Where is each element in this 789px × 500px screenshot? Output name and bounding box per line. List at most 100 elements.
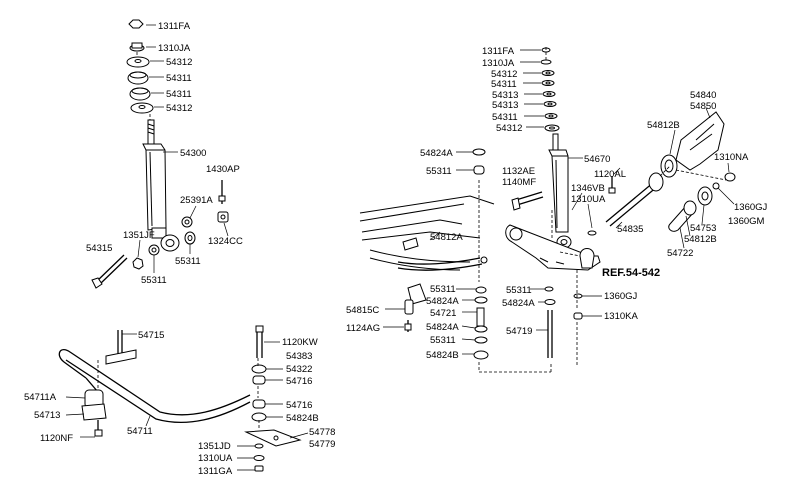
label-54779: 54779 bbox=[309, 439, 335, 450]
label-54312-right-upper: 54312 bbox=[491, 69, 517, 80]
label-54315: 54315 bbox=[86, 243, 112, 254]
label-1310ja-right: 1310JA bbox=[482, 58, 515, 69]
frame-rail-upper bbox=[359, 195, 495, 214]
label-1124ag: 1124AG bbox=[346, 323, 380, 334]
label-1360gj-lower: 1360GJ bbox=[604, 291, 638, 302]
label-1120al: 1120AL bbox=[594, 169, 626, 180]
label-54840: 54840 bbox=[690, 90, 716, 101]
label-54778: 54778 bbox=[309, 427, 335, 438]
washer-54824b-shape bbox=[251, 412, 267, 422]
nut-1311ga-shape bbox=[254, 465, 264, 472]
label-54850: 54850 bbox=[690, 101, 716, 112]
label-54322: 54322 bbox=[286, 364, 312, 375]
washer-55311-bottom-shape bbox=[148, 244, 160, 256]
label-1324cc: 1324CC bbox=[208, 236, 243, 247]
front-shock-body bbox=[548, 149, 569, 233]
label-1310na: 1310NA bbox=[714, 152, 749, 163]
label-54313-lower: 54313 bbox=[492, 100, 518, 111]
washer-1310ua-shape bbox=[253, 455, 265, 461]
label-54824a-right: 54824A bbox=[502, 298, 535, 309]
label-54312-upper: 54312 bbox=[166, 57, 192, 68]
sleeve-54721-shape bbox=[476, 307, 485, 327]
label-1311ga: 1311GA bbox=[198, 466, 233, 477]
label-54716-upper: 54716 bbox=[286, 376, 312, 387]
bushing-54812b-upper-shape bbox=[660, 154, 678, 178]
bracket-54778-shape bbox=[244, 429, 302, 447]
ball-joint-shape bbox=[579, 248, 595, 269]
label-1310ja-upper: 1310JA bbox=[158, 43, 191, 54]
label-1310ua-right: 1310UA bbox=[571, 194, 606, 205]
collar-25391a-shape bbox=[181, 216, 193, 228]
label-54300: 54300 bbox=[180, 148, 206, 159]
label-54753: 54753 bbox=[690, 223, 716, 234]
bracket-54812a-shape bbox=[402, 237, 419, 251]
front-shock-absorber-assembly bbox=[97, 46, 736, 430]
bracket-54840-shape bbox=[675, 111, 725, 171]
lower-control-arm-shape bbox=[505, 224, 601, 271]
label-1132ae: 1132AE bbox=[502, 166, 535, 177]
bushing-54835-end bbox=[648, 172, 664, 192]
label-55311-center: 55311 bbox=[430, 284, 456, 295]
label-54824a-lower: 54824A bbox=[426, 322, 459, 333]
shock-lower-eye bbox=[160, 234, 180, 252]
label-54711: 54711 bbox=[127, 426, 153, 437]
label-54722: 54722 bbox=[667, 248, 693, 259]
label-54312-lower: 54312 bbox=[166, 103, 192, 114]
label-54824b-right: 54824B bbox=[426, 350, 459, 361]
label-1346vb: 1346VB bbox=[571, 183, 605, 194]
label-54721: 54721 bbox=[430, 308, 456, 319]
label-54311-upper: 54311 bbox=[166, 73, 192, 84]
rear-shock-absorber-assembly bbox=[91, 19, 229, 289]
label-54815c: 54815C bbox=[346, 305, 379, 316]
shock-body-shape bbox=[142, 143, 167, 231]
washer-54824a-upper-shape bbox=[472, 148, 486, 156]
label-54311-right-lower: 54311 bbox=[492, 112, 518, 123]
label-1430ap: 1430AP bbox=[206, 164, 240, 175]
label-1120kw: 1120KW bbox=[282, 337, 318, 348]
bushing-54716-lower-shape bbox=[252, 399, 266, 409]
stabilizer-bar-outer bbox=[58, 348, 251, 416]
washer-1310ja-top bbox=[131, 42, 143, 49]
label-55311-bottom: 55311 bbox=[141, 275, 167, 286]
label-55311-lower: 55311 bbox=[430, 335, 456, 346]
label-54719: 54719 bbox=[506, 326, 532, 337]
label-1351jf: 1351JF bbox=[123, 230, 155, 241]
part-number-labels: 1311FA 1310JA 54312 54311 54311 54312 54… bbox=[24, 21, 768, 477]
bolt-54315-head bbox=[91, 277, 103, 289]
shock-lower-stem bbox=[151, 227, 167, 239]
label-54835: 54835 bbox=[617, 224, 643, 235]
label-reference: REF.54-542 bbox=[602, 267, 660, 279]
label-54716-lower: 54716 bbox=[286, 400, 312, 411]
bracket-54713-shape bbox=[81, 403, 107, 421]
bracket-54715-shape bbox=[105, 349, 137, 365]
label-1310ka: 1310KA bbox=[604, 311, 638, 322]
label-54824a-center: 54824A bbox=[426, 296, 459, 307]
bushing-54716-upper-shape bbox=[252, 375, 266, 385]
label-1120nf: 1120NF bbox=[40, 433, 73, 444]
label-54670: 54670 bbox=[584, 154, 610, 165]
front-shock-rod bbox=[552, 133, 559, 151]
label-54812b-lower: 54812B bbox=[684, 234, 717, 245]
label-25391a: 25391A bbox=[180, 195, 213, 206]
clamp-54815c-shape bbox=[407, 283, 427, 305]
label-54715: 54715 bbox=[138, 330, 164, 341]
label-54713: 54713 bbox=[34, 410, 60, 421]
label-55311-right: 55311 bbox=[175, 256, 201, 267]
label-54824a-upper: 54824A bbox=[420, 148, 453, 159]
label-1140mf: 1140MF bbox=[502, 177, 536, 188]
washer-55311-right-shape bbox=[184, 231, 196, 245]
label-54812b-upper: 54812B bbox=[647, 120, 680, 131]
label-1311fa-upper: 1311FA bbox=[158, 21, 191, 32]
label-54383: 54383 bbox=[286, 351, 312, 362]
label-1360gj-upper: 1360GJ bbox=[734, 202, 768, 213]
nut-1351jd-shape bbox=[254, 443, 264, 449]
label-1311fa-right: 1311FA bbox=[482, 46, 515, 57]
label-54812a: 54812A bbox=[430, 232, 463, 243]
label-1310ua-left: 1310UA bbox=[198, 453, 233, 464]
stabilizer-bar-assembly bbox=[58, 325, 309, 472]
label-55311-right-upper: 55311 bbox=[426, 166, 452, 177]
label-54311-lower: 54311 bbox=[166, 89, 192, 100]
bolt-1120kw-head bbox=[255, 325, 264, 333]
